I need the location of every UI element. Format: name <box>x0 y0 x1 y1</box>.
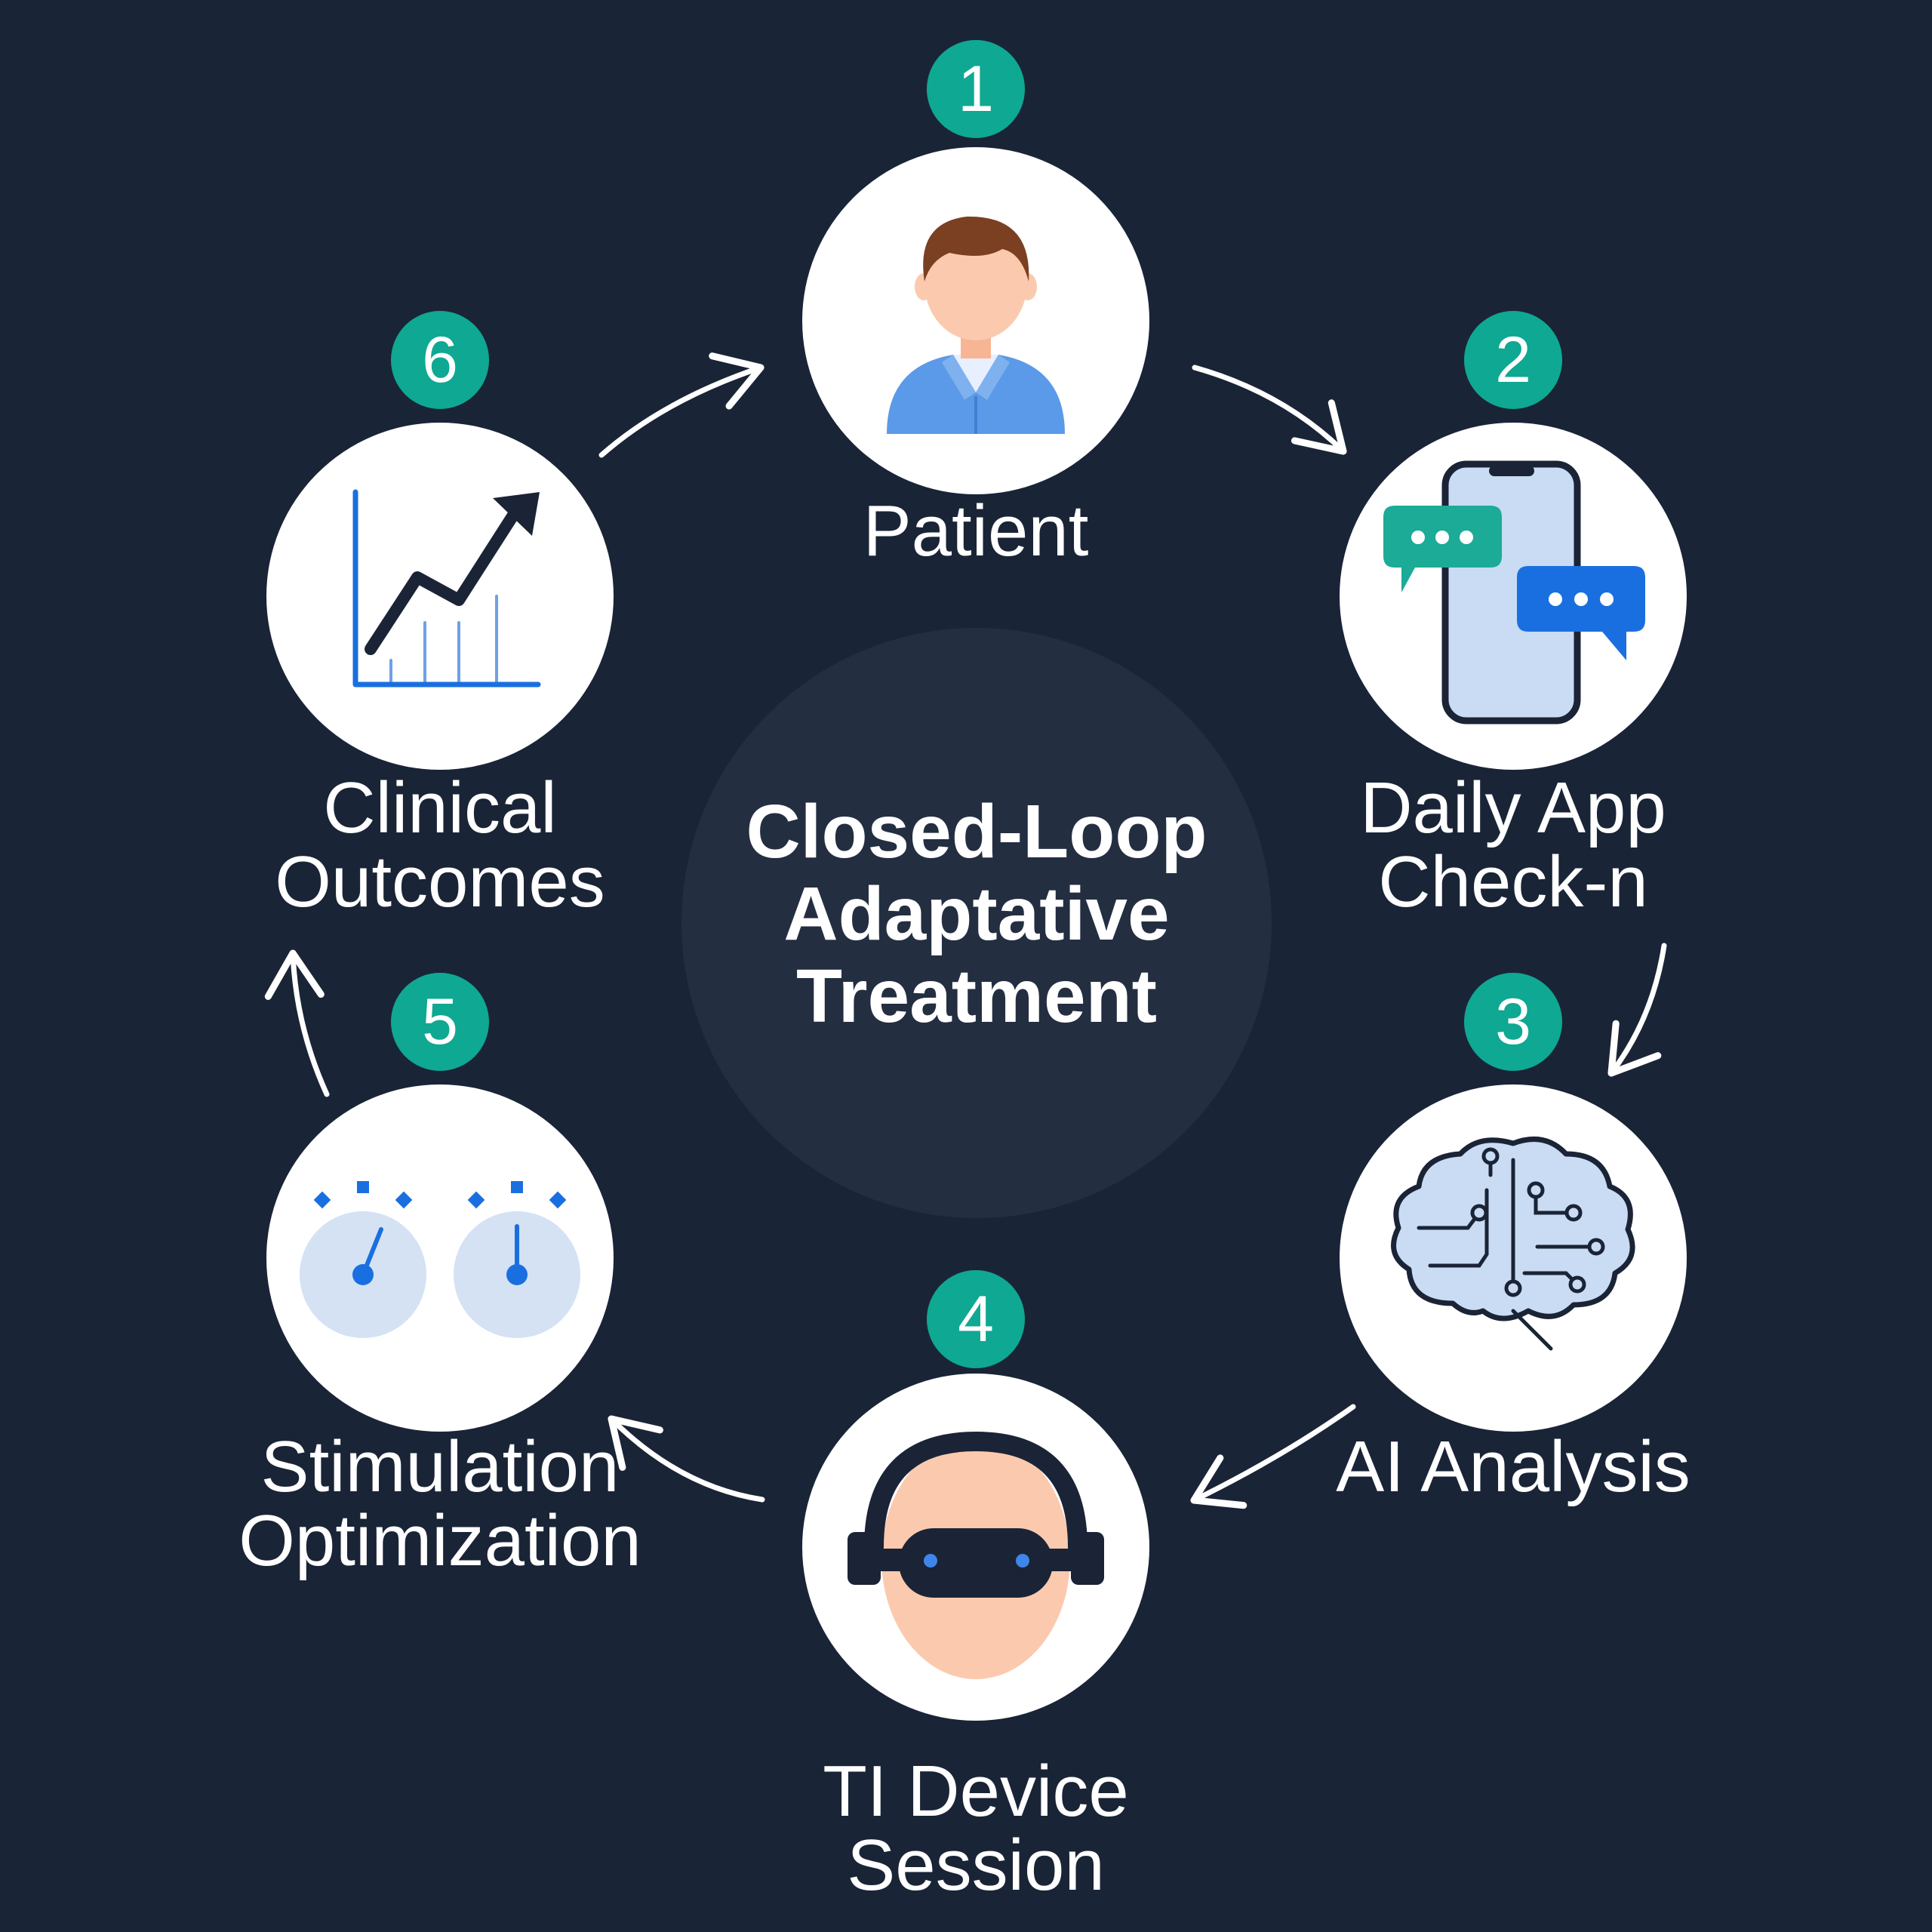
step-4-label-line-2: Session <box>847 1825 1105 1906</box>
step-4-label: TI Device Session <box>712 1755 1240 1903</box>
step-2-label-line-1: Daily App <box>1360 768 1666 848</box>
step-6-node <box>266 423 614 770</box>
patient-icon <box>887 216 1065 434</box>
step-3-label-line-1: AI Analysis <box>1336 1426 1690 1507</box>
step-5-label: Stimulation Optimization <box>176 1430 704 1578</box>
headset-icon <box>848 1431 1104 1679</box>
arrow-4-to-5 <box>608 1415 765 1503</box>
title-line-1: Closed-Loop <box>746 789 1208 874</box>
step-4-label-line-1: TI Device <box>823 1751 1129 1832</box>
arrow-6-to-1 <box>598 352 764 458</box>
step-2-label: Daily App Check-n <box>1249 771 1777 919</box>
step-2-label-line-2: Check-n <box>1378 841 1648 922</box>
step-5-node <box>266 1084 614 1432</box>
phone-chat-icon <box>1383 460 1645 724</box>
step-2-badge: 2 <box>1464 311 1562 409</box>
step-5-label-line-2: Optimization <box>238 1500 641 1581</box>
center-disc <box>681 628 1272 1218</box>
dials-icon <box>300 1181 580 1338</box>
step-1-node <box>802 147 1149 494</box>
arrow-2-to-3 <box>1607 943 1667 1077</box>
step-3-label: AI Analysis <box>1249 1430 1777 1504</box>
step-4-badge: 4 <box>927 1270 1025 1368</box>
ai-brain-icon <box>1391 1137 1635 1351</box>
step-3-node <box>1340 1084 1687 1432</box>
step-5-badge: 5 <box>391 973 489 1071</box>
step-6-badge: 6 <box>391 311 489 409</box>
step-3-badge: 3 <box>1464 973 1562 1071</box>
step-5-label-line-1: Stimulation <box>260 1426 620 1507</box>
step-1-label-line-1: Patient <box>863 491 1089 571</box>
step-1-badge: 1 <box>927 40 1025 138</box>
step-6-label: Clinical Outcomes <box>176 771 704 919</box>
title-line-3: Treatment <box>796 954 1157 1038</box>
diagram-title: Closed-Loop Adaptative Treatment <box>681 791 1272 1038</box>
title-line-2: Adaptative <box>783 872 1170 956</box>
arrow-5-to-6 <box>264 949 330 1097</box>
arrow-3-to-4 <box>1190 1404 1356 1509</box>
step-1-label: Patient <box>712 494 1240 568</box>
step-2-node <box>1340 423 1687 770</box>
arrow-1-to-2 <box>1192 365 1347 455</box>
step-6-label-line-2: Outcomes <box>275 841 605 922</box>
step-4-node <box>802 1374 1149 1721</box>
step-6-label-line-1: Clinical <box>323 768 557 848</box>
growth-chart-icon <box>352 489 541 688</box>
